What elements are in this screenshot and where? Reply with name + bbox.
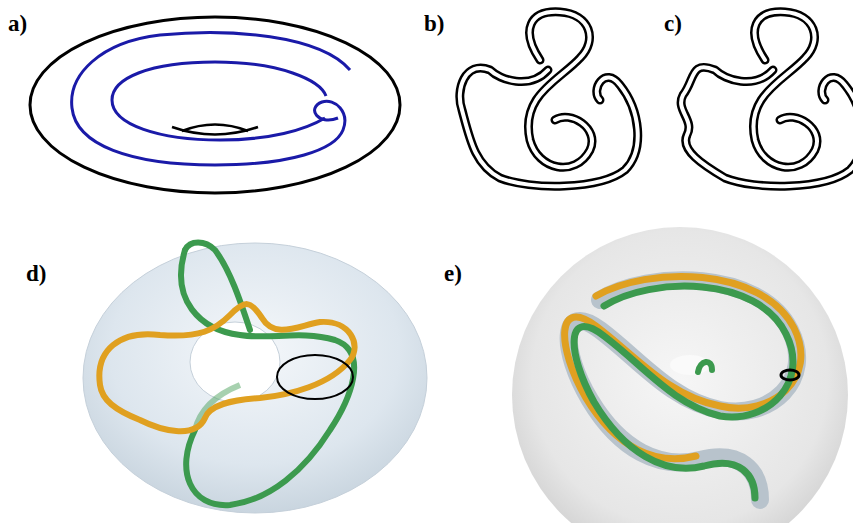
torus-outline [30,17,400,193]
panel-label: c) [664,12,682,35]
knot-strand [681,12,853,186]
orange-curve [565,276,801,458]
knot-diagram [460,12,638,186]
green-curve [185,243,250,331]
torus-hole [182,125,248,132]
meridian-circle [781,370,799,380]
knot-strand [681,12,853,186]
green-curve [574,286,793,498]
torus-surface [83,243,427,513]
blue-curve [112,62,326,140]
panel-label: a) [8,12,27,35]
knot-diagram [681,12,853,186]
knot-strand [460,12,638,186]
sphere-knot-figure [512,227,848,523]
torus-curve-figure [30,17,400,193]
sphere-surface [512,227,848,523]
green-curve [698,362,712,372]
blue-curve [72,33,350,165]
meridian-circle [277,355,353,399]
panel-label: d) [26,262,46,285]
knot-strand [460,12,638,186]
orange-curve [99,304,354,431]
torus-knot-figure [83,243,427,514]
panel-label: b) [424,12,444,35]
panel-label: e) [444,262,462,285]
